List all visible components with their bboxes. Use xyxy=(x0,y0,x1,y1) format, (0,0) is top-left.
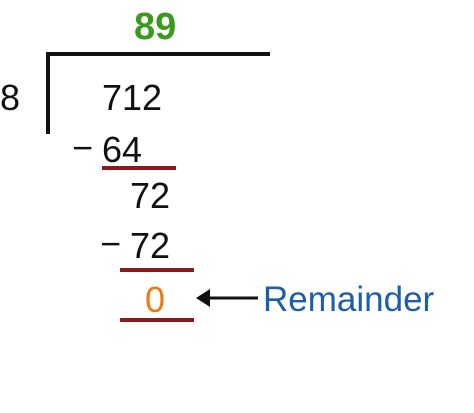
subtraction-underline-2 xyxy=(120,268,194,272)
quotient: 89 xyxy=(134,6,177,48)
minus-sign-2: − xyxy=(100,223,122,264)
division-bracket-top xyxy=(46,52,270,56)
subtrahend-2: 72 xyxy=(130,225,171,266)
subtrahend-1: 64 xyxy=(102,129,143,170)
difference-1: 72 xyxy=(130,175,171,216)
subtraction-underline-1 xyxy=(102,166,176,170)
divisor: 8 xyxy=(0,77,21,118)
dividend: 712 xyxy=(102,77,163,118)
minus-sign-1: − xyxy=(72,127,94,168)
remainder-value: 0 xyxy=(145,279,166,320)
remainder-label: Remainder xyxy=(263,280,435,319)
remainder-underline xyxy=(120,318,194,322)
division-bracket-side xyxy=(46,52,50,134)
left-arrow-icon xyxy=(196,289,258,307)
